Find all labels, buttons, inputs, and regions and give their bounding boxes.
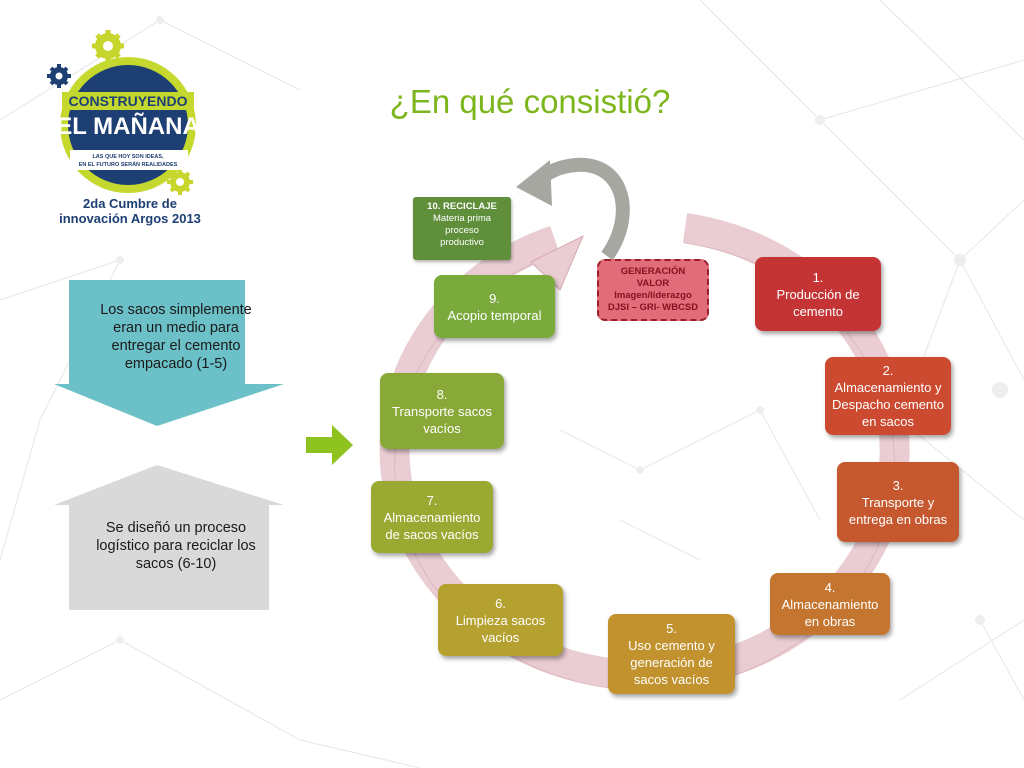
recycle-line2: proceso bbox=[445, 225, 479, 236]
step-8-number: 8. bbox=[436, 386, 448, 402]
step-3-transport-delivery: 3. Transporte y entrega en obras bbox=[837, 462, 959, 542]
logo-caption-line2: innovación Argos 2013 bbox=[59, 211, 201, 226]
callout-top-text: Los sacos simplemente eran un medio para… bbox=[100, 302, 252, 372]
logo-tagline1: LAS QUE HOY SON IDEAS, bbox=[92, 154, 164, 160]
step-6-label: Limpieza sacos vacíos bbox=[455, 612, 546, 645]
step-1-cement-production: 1. Producción de cemento bbox=[755, 257, 881, 331]
step-8-label: Transporte sacos vacíos bbox=[392, 403, 492, 436]
recycle-line3: productivo bbox=[440, 237, 484, 248]
step-3-number: 3. bbox=[892, 477, 904, 493]
step-7-empty-bag-storage: 7. Almacenamiento de sacos vacíos bbox=[371, 481, 493, 553]
gray-return-arrowhead bbox=[516, 160, 552, 206]
step-3-label: Transporte y entrega en obras bbox=[848, 494, 948, 527]
step-9-number: 9. bbox=[489, 290, 500, 306]
step-5-number: 5. bbox=[666, 621, 677, 636]
step-7-number: 7. bbox=[426, 492, 438, 508]
step-2-storage-dispatch: 2. Almacenamiento y Despacho cemento en … bbox=[825, 357, 951, 435]
step-5-label: Uso cemento y generación de sacos vacíos bbox=[628, 638, 715, 687]
construyendo-el-manana-logo: CONSTRUYENDO EL MAÑANA LAS QUE HOY SON I… bbox=[47, 30, 200, 195]
step-4-number: 4. bbox=[824, 579, 836, 595]
generation-line2: VALOR bbox=[636, 278, 670, 289]
step-5-cement-use: 5. Uso cemento y generación de sacos vac… bbox=[608, 614, 735, 694]
down-arrow-callout bbox=[54, 280, 284, 426]
step-9-label: Acopio temporal bbox=[447, 307, 542, 323]
step-6-number: 6. bbox=[495, 595, 506, 611]
callout-bottom-text: Se diseñó un proceso logístico para reci… bbox=[96, 520, 256, 572]
step-8-empty-bag-transport: 8. Transporte sacos vacíos bbox=[380, 373, 504, 449]
value-generation-box: GENERACIÓN VALOR Imagen/liderazgo DJSI –… bbox=[597, 259, 709, 321]
step-2-number: 2. bbox=[882, 363, 894, 378]
generation-line1: GENERACIÓN bbox=[620, 266, 686, 277]
step-9-temporary-collection: 9. Acopio temporal bbox=[434, 275, 555, 338]
step-6-bag-cleaning: 6. Limpieza sacos vacíos bbox=[438, 584, 563, 656]
step-4-site-storage: 4. Almacenamiento en obras bbox=[770, 573, 890, 635]
page-title: ¿En qué consistió? bbox=[389, 83, 671, 120]
generation-line3: Imagen/liderazgo bbox=[614, 290, 692, 301]
logo-line1: CONSTRUYENDO bbox=[68, 93, 187, 109]
generation-line4: DJSI – GRI- WBCSD bbox=[607, 302, 699, 313]
step-10-recycling: 10. RECICLAJE Materia prima proceso prod… bbox=[413, 197, 511, 260]
step-1-label: Producción de cemento bbox=[776, 286, 860, 319]
up-arrow-callout bbox=[54, 465, 284, 610]
right-arrow-icon bbox=[306, 425, 353, 465]
gear-icon bbox=[92, 30, 124, 62]
logo-caption: 2da Cumbre de innovación Argos 2013 bbox=[40, 196, 220, 226]
logo-line2: EL MAÑANA bbox=[56, 112, 200, 140]
logo-caption-line1: 2da Cumbre de bbox=[83, 196, 177, 211]
recycle-title: 10. RECICLAJE bbox=[427, 201, 497, 212]
step-4-label: Almacenamiento en obras bbox=[781, 596, 879, 629]
logo-tagline2: EN EL FUTURO SERÁN REALIDADES bbox=[79, 161, 178, 168]
step-7-label: Almacenamiento de sacos vacíos bbox=[383, 509, 481, 542]
callout-shapes bbox=[54, 280, 284, 610]
step-2-label: Almacenamiento y Despacho cemento en sac… bbox=[831, 380, 944, 429]
step-1-number: 1. bbox=[812, 269, 824, 285]
recycle-line1: Materia prima bbox=[432, 213, 492, 224]
